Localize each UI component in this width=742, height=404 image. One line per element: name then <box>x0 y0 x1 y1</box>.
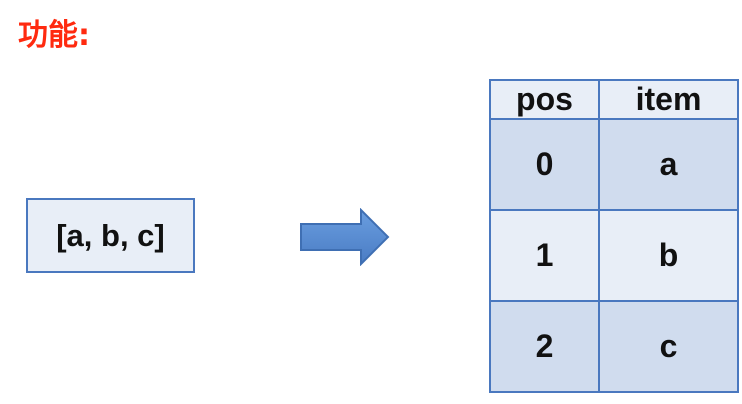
pos-item-table: pos item 0 a 1 b 2 c <box>489 79 739 393</box>
table-row: 2 c <box>489 300 739 393</box>
cell-pos: 0 <box>489 118 600 211</box>
right-arrow-icon <box>300 208 390 266</box>
page-title: 功能: <box>18 18 90 53</box>
cell-pos: 1 <box>489 209 600 302</box>
cell-item: a <box>598 118 739 211</box>
table-row: 0 a <box>489 118 739 211</box>
header-item: item <box>598 79 739 120</box>
table-row: 1 b <box>489 209 739 302</box>
input-list-box: [a, b, c] <box>26 198 195 273</box>
header-pos: pos <box>489 79 600 120</box>
cell-item: c <box>598 300 739 393</box>
cell-item: b <box>598 209 739 302</box>
cell-pos: 2 <box>489 300 600 393</box>
input-list-text: [a, b, c] <box>56 217 165 253</box>
